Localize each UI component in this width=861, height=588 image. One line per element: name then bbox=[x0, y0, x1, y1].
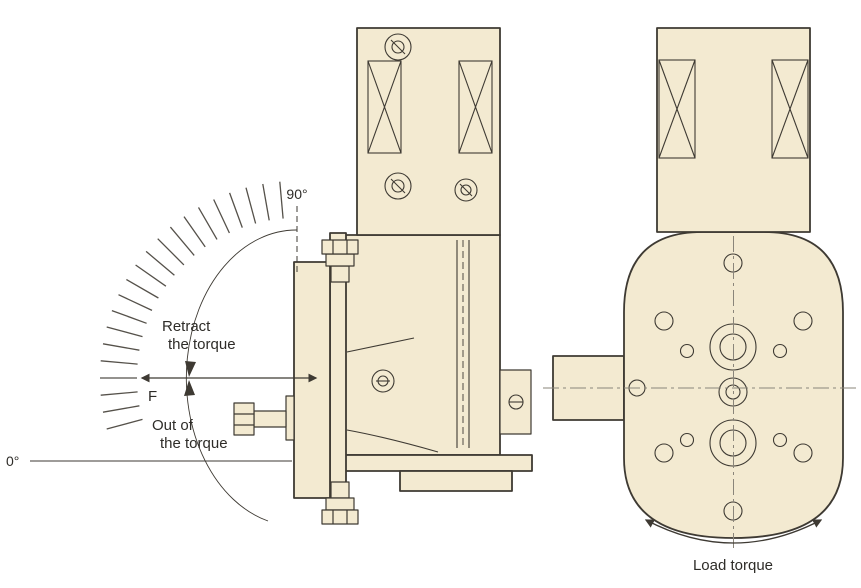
swing-arc bbox=[185, 229, 298, 522]
screw-head-icons bbox=[384, 33, 478, 202]
x-section-left bbox=[367, 60, 402, 154]
side-bolt bbox=[233, 395, 295, 441]
label-retract-line2: the torque bbox=[168, 336, 236, 353]
load-torque-annotation: Load torque bbox=[644, 519, 823, 574]
label-90deg: 90° bbox=[286, 186, 307, 202]
cylinder-body-front bbox=[656, 27, 811, 233]
retract-direction-arrow-icon bbox=[185, 361, 196, 377]
rod-slot bbox=[456, 240, 470, 448]
x-section-right bbox=[458, 60, 493, 154]
label-retract-line1: Retract bbox=[162, 318, 211, 335]
x-section-front-left bbox=[658, 59, 696, 159]
label-0deg: 0° bbox=[6, 453, 19, 469]
out-direction-arrow-icon bbox=[184, 380, 195, 396]
label-out-line2: the torque bbox=[160, 435, 228, 452]
mounting-bolt-top bbox=[321, 239, 359, 283]
lower-housing bbox=[344, 234, 501, 456]
swing-annotation: 90° 0° F Retract the torque Out of the t… bbox=[6, 181, 318, 522]
label-force: F bbox=[148, 388, 157, 405]
load-torque-arrow bbox=[644, 519, 823, 544]
base-plate bbox=[329, 454, 533, 472]
front-view bbox=[543, 27, 858, 548]
swing-tick-fan bbox=[100, 181, 284, 430]
x-section-front-right bbox=[771, 59, 809, 159]
label-out-line1: Out of bbox=[152, 417, 194, 434]
label-load-torque: Load torque bbox=[693, 557, 773, 574]
side-view bbox=[233, 27, 533, 525]
mounting-bolt-bottom bbox=[321, 481, 359, 525]
flange-plate bbox=[293, 261, 331, 499]
cylinder-body bbox=[356, 27, 501, 236]
foot-block bbox=[399, 470, 513, 492]
